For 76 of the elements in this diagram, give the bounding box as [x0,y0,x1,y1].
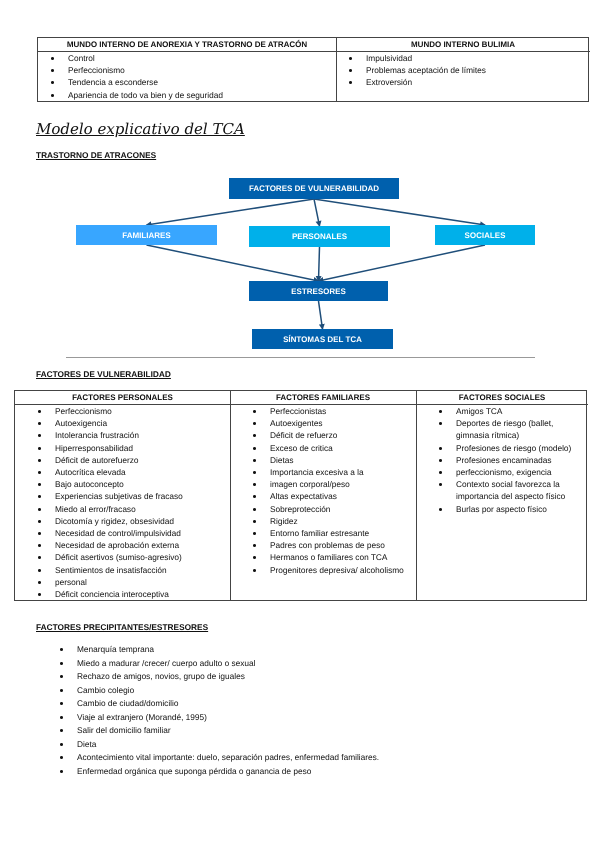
arrow [314,198,486,228]
list-item: Exceso de critica [270,442,333,453]
list-item: Menarquía temprana [77,644,154,654]
section-heading: TRASTORNO DE ATRACONES [36,150,156,160]
list-item: Rigidez [270,516,298,526]
list-item: Miedo al error/fracaso [55,504,136,514]
list-item: Dieta [77,738,96,748]
list-item: Profesiones encaminadas [456,454,552,465]
process-box: SÍNTOMAS DEL TCA [252,329,393,349]
list-item: Progenitores depresiva/ alcoholismo [270,564,404,575]
list-item: Apariencia de todo va bien y de seguridad [68,90,223,100]
list-item: Amigos TCA [456,406,502,416]
list-item: Contexto social favorezca la importancia del aspecto físico [456,479,566,502]
list-item: Intolerancia frustración [55,430,139,440]
column-header: MUNDO INTERNO BULIMIA [336,38,590,52]
list-item: Rechazo de amigos, novios, grupo de iguales [77,671,245,681]
list-item: Impulsividad [366,53,412,63]
arrow [146,244,320,283]
section-heading: FACTORES PRECIPITANTES/ESTRESORES [36,622,208,632]
list-item: Cambio colegio [77,684,134,694]
list-item: Autocrítica elevada [55,467,126,478]
arrow [146,198,314,228]
column-header: FACTORES FAMILIARES [230,391,416,405]
list-item: Tendencia a esconderse [68,77,158,88]
list-item: Perfeccionistas [270,406,326,416]
process-box: SOCIALES [435,225,535,245]
arrow [316,246,322,282]
list-item: Profesiones de riesgo (modelo) [456,442,572,453]
list-item: perfeccionismo, exigencia [456,467,552,478]
list-item: Cambio de ciudad/domicilio [77,698,178,708]
arrow [318,244,486,283]
list-item: Déficit conciencia interoceptiva [55,589,169,600]
list-item: Sobreprotección [270,504,330,514]
list-item: Enfermedad orgánica que suponga pérdida o ganancia de peso [77,766,312,776]
list-item: Perfeccionismo [68,65,125,76]
process-box: PERSONALES [249,226,390,247]
section-heading: FACTORES DE VULNERABILIDAD [36,369,171,379]
list-item: Burlas por aspecto físico [456,504,547,514]
list-item: Miedo a madurar /crecer/ cuerpo adulto o sexual [77,658,256,668]
process-box: FACTORES DE VULNERABILIDAD [229,178,399,199]
arrow [313,198,322,227]
process-box: FAMILIARES [76,225,217,245]
list-item: Experiencias subjetivas de fracaso [55,491,183,502]
list-item: Control [68,53,95,63]
list-item: Autoexigentes [270,418,323,428]
list-item: personal [55,576,87,587]
list-item: Necesidad de aprobación externa [55,540,180,550]
list-item: Sentimientos de insatisfacción [55,564,167,575]
list-item: Altas expectativas [270,491,337,502]
column-header: MUNDO INTERNO DE ANOREXIA Y TRASTORNO DE ATRACÓN [38,38,336,52]
list-item: Hiperresponsabilidad [55,442,133,453]
list-item: Problemas aceptación de límites [366,65,486,76]
column-header: FACTORES PERSONALES [15,391,230,405]
list-item: Autoexigencia [55,418,108,428]
process-box: ESTRESORES [249,281,388,301]
list-item: Salir del domicilio familiar [77,725,171,735]
title: Modelo explicativo del TCA [36,120,245,138]
list-item: Entorno familiar estresante [270,528,370,538]
list-item: Deportes de riesgo (ballet, gimnasia rítmica) [456,418,554,440]
column-header: FACTORES SOCIALES [416,391,588,405]
list-item: Extroversión [366,77,412,88]
list-item: Perfeccionismo [55,406,112,416]
list-item: Déficit de autorefuerzo [55,454,138,465]
list-item: Hermanos o familiares con TCA [270,552,388,562]
list-item: Déficit de refuerzo [270,430,338,440]
list-item: Déficit asertivos (sumiso-agresivo) [55,552,182,562]
list-item: Dicotomía y rigidez, obsesividad [55,516,174,526]
list-item: Bajo autoconcepto [55,479,124,490]
list-item: Dietas [270,454,294,465]
list-item: Necesidad de control/impulsividad [55,528,181,538]
list-item: Importancia excesiva a la [270,467,364,478]
list-item: Acontecimiento vital importante: duelo, separación padres, enfermedad familiares. [77,752,380,762]
list-item: imagen corporal/peso [270,479,350,490]
list-item: Padres con problemas de peso [270,540,385,550]
arrow [318,300,325,330]
list-item: Viaje al extranjero (Morandé, 1995) [77,712,207,722]
